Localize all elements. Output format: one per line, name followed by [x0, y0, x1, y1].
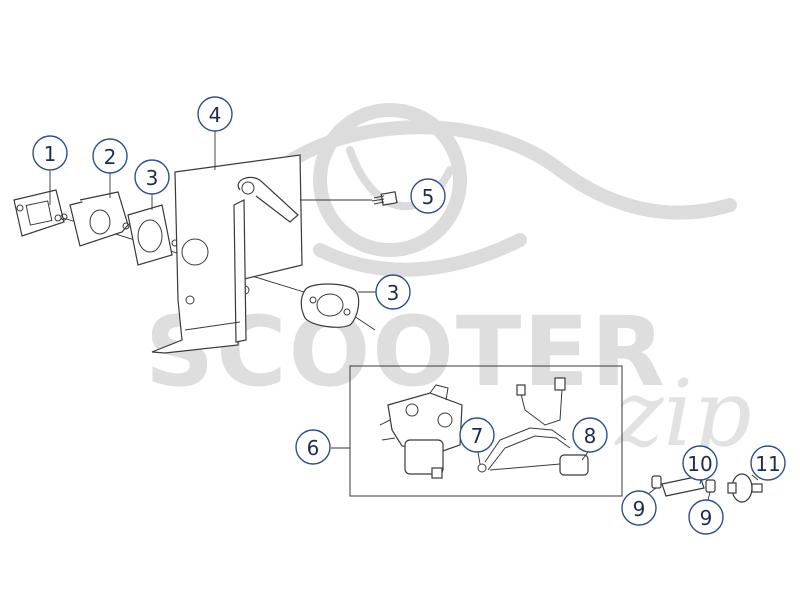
callout-3b: 3: [375, 274, 411, 310]
part-3-gasket-upper: [127, 204, 173, 266]
callout-1: 1: [32, 135, 68, 171]
part-6-carburetor: [379, 384, 463, 479]
part-7-o-ring: [477, 463, 487, 473]
callout-11: 11: [750, 445, 786, 481]
svg-text:2: 2: [104, 145, 117, 169]
callout-8: 8: [572, 417, 608, 453]
watermark-script-text: zip: [614, 360, 752, 467]
svg-text:5: 5: [422, 185, 435, 209]
svg-text:9: 9: [633, 497, 646, 521]
callout-5: 5: [410, 178, 446, 214]
part-2-insulator: [69, 191, 129, 247]
callout-3a: 3: [134, 159, 170, 195]
svg-text:6: 6: [307, 436, 320, 460]
callout-7-leader: [477, 451, 481, 465]
part-3-gasket-lower: [300, 283, 360, 328]
part-8-solenoid: [484, 377, 589, 476]
svg-text:7: 7: [471, 424, 484, 448]
svg-text:9: 9: [700, 506, 713, 530]
part-4-heat-shield: [151, 154, 303, 354]
callout-4: 4: [197, 96, 233, 132]
part-9-clamp-left: [651, 475, 662, 489]
svg-text:1: 1: [44, 142, 57, 166]
callout-9b: 9: [688, 499, 724, 535]
callout-8-leader: [581, 451, 589, 461]
svg-text:3: 3: [387, 281, 400, 305]
svg-text:11: 11: [755, 452, 780, 476]
callout-9b-leader: [707, 491, 711, 501]
callout-2: 2: [92, 138, 128, 174]
svg-text:4: 4: [209, 103, 222, 127]
callout-10: 10: [682, 445, 718, 481]
svg-text:3: 3: [146, 166, 159, 190]
svg-text:8: 8: [584, 424, 597, 448]
svg-text:10: 10: [687, 452, 712, 476]
washer: [60, 213, 68, 221]
part-10-fuel-hose: [661, 475, 705, 497]
carburetor-assembly-frame: [349, 365, 623, 497]
callout-7: 7: [459, 417, 495, 453]
callout-9a-leader: [647, 487, 657, 495]
part-1-gasket: [13, 189, 65, 237]
part-11-fuel-filter: [727, 473, 763, 503]
callout-6: 6: [295, 429, 331, 465]
part-5-bolt: [300, 191, 398, 206]
callout-11-leader: [751, 474, 759, 481]
washer: [122, 222, 130, 230]
callout-9a: 9: [621, 490, 657, 526]
part-9-clamp-right: [705, 479, 716, 493]
